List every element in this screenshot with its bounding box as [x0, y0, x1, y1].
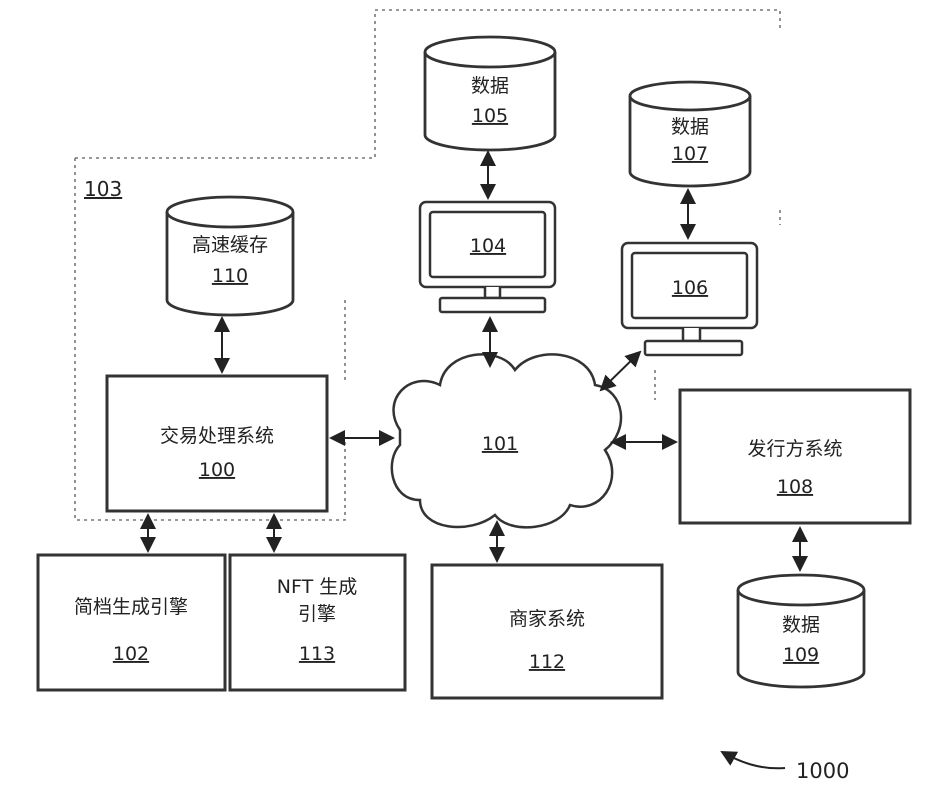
data-109-ref: 109 [783, 644, 819, 666]
merchant-system-ref: 112 [529, 651, 565, 673]
computer-104-monitor [420, 202, 555, 312]
profile-engine-box [38, 555, 225, 690]
issuer-system-ref: 108 [777, 476, 813, 498]
transaction-system-ref: 100 [199, 459, 235, 481]
data-105-ref: 105 [472, 105, 508, 127]
issuer-system-name: 发行方系统 [747, 438, 842, 460]
data-109-name: 数据 [782, 614, 820, 636]
nft-engine-line2: 引擎 [298, 603, 336, 625]
figure-ref-label: 1000 [796, 759, 849, 783]
transaction-system-name: 交易处理系统 [160, 425, 274, 447]
group-103-label: 103 [84, 177, 122, 201]
nft-engine-ref: 113 [299, 643, 335, 665]
profile-engine-name: 简档生成引擎 [74, 596, 188, 618]
data-107-ref: 107 [672, 143, 708, 165]
merchant-system-name: 商家系统 [509, 608, 585, 630]
data-107-name: 数据 [671, 116, 709, 138]
computer-106-monitor [622, 243, 757, 355]
merchant-system-box [432, 565, 662, 698]
cache-ref: 110 [212, 265, 248, 287]
nft-engine-line1: NFT 生成 [277, 576, 357, 598]
cache-name: 高速缓存 [192, 234, 268, 256]
computer-104-ref: 104 [470, 235, 506, 257]
cache-110-cylinder [167, 197, 293, 315]
computer-106-ref: 106 [672, 277, 708, 299]
data-105-name: 数据 [471, 75, 509, 97]
figure-ref-arrow [722, 752, 785, 768]
profile-engine-ref: 102 [113, 643, 149, 665]
network-ref: 101 [482, 433, 518, 455]
connector-106-cloud [601, 352, 640, 390]
